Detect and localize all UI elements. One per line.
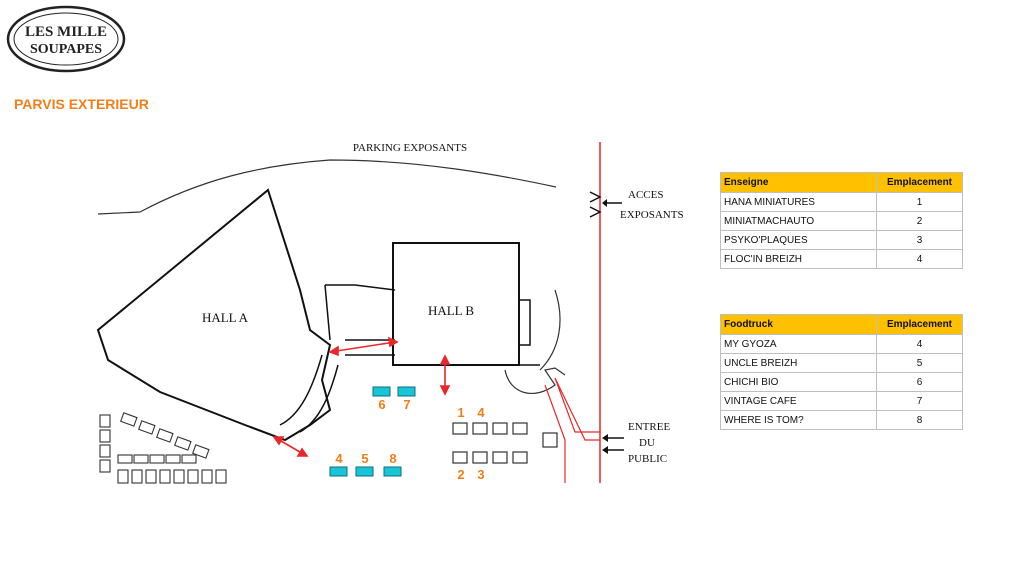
curved-walkway xyxy=(279,354,339,433)
foodtruck-number: 4 xyxy=(335,451,343,466)
foodtruck-name: WHERE IS TOM? xyxy=(720,410,877,430)
entree-arrow-icon xyxy=(602,446,608,454)
table-row: WHERE IS TOM? 8 xyxy=(720,410,963,430)
parking-lots xyxy=(99,412,227,484)
logo: LES MILLE SOUPAPES xyxy=(6,5,126,73)
column-header: Enseigne xyxy=(720,172,877,193)
logo-line2: SOUPAPES xyxy=(30,42,102,57)
table-header: Enseigne Emplacement xyxy=(720,172,963,193)
roundabout xyxy=(504,289,566,394)
foodtruck-number: 8 xyxy=(389,451,396,466)
public-path xyxy=(544,377,600,483)
table-row: HANA MINIATURES 1 xyxy=(720,192,963,212)
column-header: Foodtruck xyxy=(720,314,877,335)
table-row: FLOC'IN BREIZH 4 xyxy=(720,249,963,269)
parking-road xyxy=(97,159,557,215)
column-header: Emplacement xyxy=(876,172,963,193)
emplacement-value: 1 xyxy=(876,192,963,212)
emplacement-value: 4 xyxy=(876,334,963,354)
acces-label-line2: EXPOSANTS xyxy=(620,209,684,221)
page-title: PARVIS EXTERIEUR xyxy=(14,96,149,112)
emplacement-value: 4 xyxy=(876,249,963,269)
entree-label-line1: ENTREE xyxy=(628,421,670,433)
enseigne-name: PSYKO'PLAQUES xyxy=(720,230,877,250)
stand-number: 2 xyxy=(457,467,464,482)
column-header: Emplacement xyxy=(876,314,963,335)
foodtruck-spots xyxy=(329,386,416,477)
enseigne-name: HANA MINIATURES xyxy=(720,192,877,212)
table-header: Foodtruck Emplacement xyxy=(720,314,963,335)
kiosk-box xyxy=(542,432,558,448)
emplacement-value: 3 xyxy=(876,230,963,250)
foodtruck-number: 6 xyxy=(378,397,385,412)
hall-b-annex xyxy=(519,299,540,366)
acces-label-line1: ACCES xyxy=(628,189,663,201)
foodtruck-number: 7 xyxy=(403,397,410,412)
entree-label-line2: DU xyxy=(639,437,655,449)
hall-connector xyxy=(324,284,396,356)
stand-number: 3 xyxy=(477,467,484,482)
table-row: MINIATMACHAUTO 2 xyxy=(720,211,963,231)
foodtruck-table: Foodtruck Emplacement MY GYOZA 4 UNCLE B… xyxy=(720,314,963,430)
stand-number: 4 xyxy=(477,405,485,420)
entree-arrow-icon xyxy=(602,434,608,442)
table-row: CHICHI BIO 6 xyxy=(720,372,963,392)
emplacement-value: 5 xyxy=(876,353,963,373)
hall-b-outline xyxy=(392,242,520,366)
foodtruck-name: CHICHI BIO xyxy=(720,372,877,392)
logo-line1: LES MILLE xyxy=(25,24,107,40)
gate-icon xyxy=(589,191,602,218)
entree-label-line3: PUBLIC xyxy=(628,453,667,465)
foodtruck-number: 5 xyxy=(361,451,368,466)
enseigne-name: FLOC'IN BREIZH xyxy=(720,249,877,269)
stand-boxes xyxy=(452,422,528,464)
enseigne-name: MINIATMACHAUTO xyxy=(720,211,877,231)
parking-label: PARKING EXPOSANTS xyxy=(353,142,467,154)
stand-number: 1 xyxy=(457,405,464,420)
table-row: MY GYOZA 4 xyxy=(720,334,963,354)
table-row: UNCLE BREIZH 5 xyxy=(720,353,963,373)
foodtruck-name: VINTAGE CAFE xyxy=(720,391,877,411)
emplacement-value: 8 xyxy=(876,410,963,430)
foodtruck-name: MY GYOZA xyxy=(720,334,877,354)
acces-arrow-icon xyxy=(602,199,607,207)
table-row: VINTAGE CAFE 7 xyxy=(720,391,963,411)
table-row: PSYKO'PLAQUES 3 xyxy=(720,230,963,250)
flow-arrows xyxy=(272,336,451,457)
emplacement-value: 2 xyxy=(876,211,963,231)
emplacement-value: 7 xyxy=(876,391,963,411)
hall-b-label: HALL B xyxy=(428,303,474,318)
foodtruck-name: UNCLE BREIZH xyxy=(720,353,877,373)
emplacement-value: 6 xyxy=(876,372,963,392)
enseigne-table: Enseigne Emplacement HANA MINIATURES 1 M… xyxy=(720,172,963,269)
hall-a-label: HALL A xyxy=(202,310,249,325)
